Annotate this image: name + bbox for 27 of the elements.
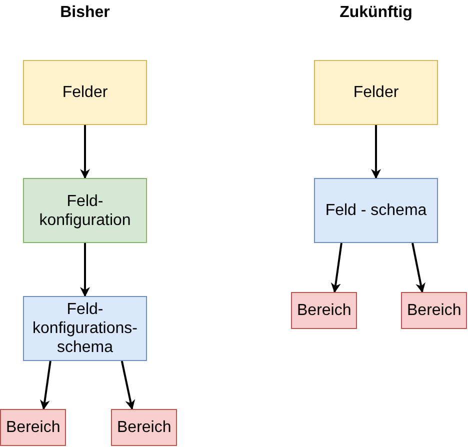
arrow (120, 360, 136, 410)
arrow (80, 125, 90, 179)
box-label: Feld - schema (325, 201, 427, 220)
process-box (291, 292, 357, 329)
box-label: Feld- konfiguration (38, 192, 132, 230)
box-label: Felder (62, 83, 108, 102)
arrow (80, 243, 90, 297)
process-box (401, 292, 467, 329)
process-box (0, 409, 66, 446)
box-label: Bereich (297, 301, 351, 320)
arrow (330, 242, 342, 293)
box-label: Bereich (407, 301, 461, 320)
process-box (23, 296, 147, 361)
process-box (23, 178, 147, 243)
process-box (23, 60, 147, 125)
box-label: Bereich (117, 418, 171, 437)
box-label: Feld- konfigurations- schema (32, 300, 138, 357)
column-heading: Bisher (60, 4, 110, 22)
process-box (314, 60, 438, 125)
process-box (111, 409, 177, 446)
process-box (314, 178, 438, 243)
arrow (412, 242, 426, 293)
column-heading: Zukünftig (340, 4, 412, 22)
box-label: Felder (353, 83, 399, 102)
arrow (371, 125, 381, 179)
arrow (40, 360, 52, 410)
box-label: Bereich (6, 418, 60, 437)
